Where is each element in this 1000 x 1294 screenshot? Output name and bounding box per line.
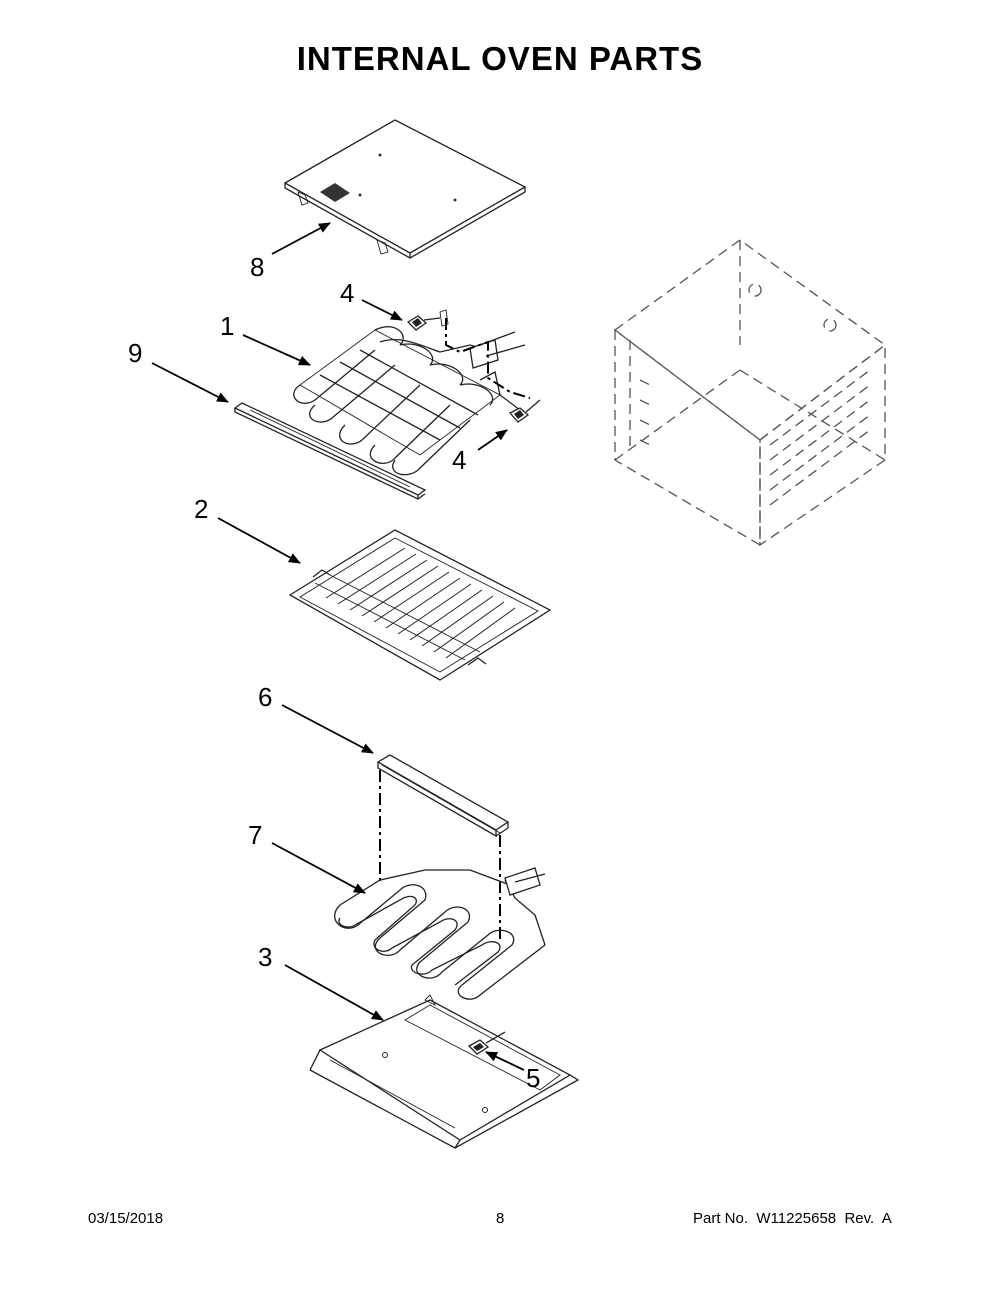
leader-9 <box>151 362 229 403</box>
leader-3 <box>284 964 384 1021</box>
callout-6: 6 <box>258 682 273 712</box>
leader-8 <box>271 222 331 255</box>
part-7-broil-element <box>334 867 546 1000</box>
leader-6 <box>281 704 374 754</box>
part-4-screw-lower <box>508 399 541 423</box>
part-9-trim-strip <box>233 402 427 501</box>
oven-cavity-outline <box>613 239 887 547</box>
part-4-screw-upper <box>406 309 449 331</box>
footer-part-number: Part No. W11225658 Rev. A <box>693 1210 892 1227</box>
part-1-screw-guide-line <box>445 318 531 399</box>
part-3-bottom-panel <box>309 994 580 1149</box>
leader-4-lower <box>477 429 508 451</box>
page-title: INTERNAL OVEN PARTS <box>296 40 704 77</box>
callout-4-upper: 4 <box>340 278 355 308</box>
part-5-screw <box>467 1031 506 1055</box>
leader-2 <box>217 517 301 564</box>
callout-1: 1 <box>220 311 235 341</box>
leader-1 <box>242 334 311 366</box>
callout-5: 5 <box>526 1063 541 1093</box>
leader-4-upper <box>361 299 403 321</box>
callout-8: 8 <box>250 252 265 282</box>
leader-7 <box>271 842 366 894</box>
callout-3: 3 <box>258 942 273 972</box>
part-6-element-bracket <box>376 754 510 838</box>
callout-4-lower: 4 <box>452 445 467 475</box>
callout-2: 2 <box>194 494 209 524</box>
leader-5 <box>485 1051 525 1071</box>
footer-date: 03/15/2018 <box>88 1210 164 1227</box>
callout-7: 7 <box>248 820 263 850</box>
vent-grille <box>320 183 350 202</box>
part-8-top-panel <box>283 119 527 259</box>
part-2-oven-rack <box>288 529 552 681</box>
callout-9: 9 <box>128 338 143 368</box>
footer-page-number: 8 <box>496 1210 505 1227</box>
